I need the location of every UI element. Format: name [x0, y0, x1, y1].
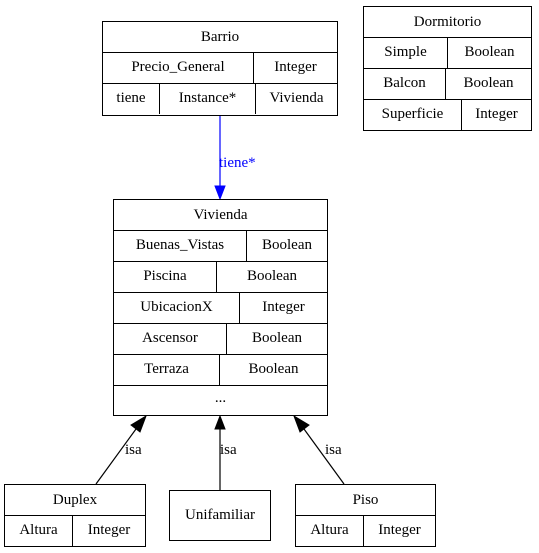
class-unifamiliar[interactable]: Unifamiliar — [169, 490, 271, 541]
attribute-type: Boolean — [226, 324, 327, 354]
edge-tiene-label: tiene* — [219, 155, 256, 171]
class-barrio-attribute-row: Precio_General Integer — [103, 52, 337, 83]
attribute-type: Boolean — [447, 38, 531, 68]
attribute-target: Vivienda — [255, 84, 337, 114]
class-vivienda-more: ... — [114, 385, 327, 416]
class-dormitorio-attribute-row: Simple Boolean — [364, 37, 531, 68]
class-piso-title: Piso — [352, 492, 379, 508]
class-barrio-attribute-row: tiene Instance* Vivienda — [103, 83, 337, 114]
attribute-name: Balcon — [383, 75, 426, 91]
attribute-type: Boolean — [216, 262, 327, 292]
class-barrio-title: Barrio — [200, 29, 240, 45]
edge-tiene-arrowhead — [214, 185, 226, 201]
attribute-name: Superficie — [381, 106, 444, 122]
edge-isa-duplex-label: isa — [125, 442, 142, 458]
edge-isa-unifamiliar: isa — [214, 414, 237, 490]
attribute-name: Ascensor — [142, 330, 198, 346]
class-piso[interactable]: Piso Altura Integer — [295, 484, 436, 547]
attribute-type: Integer — [253, 53, 337, 83]
edge-isa-piso-line — [303, 428, 345, 485]
class-vivienda-title: Vivienda — [193, 207, 248, 223]
edge-isa-unifamiliar-label: isa — [220, 442, 237, 458]
attribute-name: Altura — [310, 522, 349, 538]
class-vivienda[interactable]: Vivienda Buenas_Vistas Boolean Piscina B… — [113, 199, 328, 416]
attribute-type: Boolean — [445, 69, 531, 99]
edge-isa-piso-label: isa — [325, 442, 342, 458]
class-vivienda-attribute-row: Terraza Boolean — [114, 354, 327, 385]
class-vivienda-attribute-row: Ascensor Boolean — [114, 323, 327, 354]
attribute-name: tiene — [116, 90, 146, 106]
edge-isa-duplex-line — [95, 428, 137, 485]
attribute-name: Buenas_Vistas — [135, 237, 225, 253]
attribute-type: Integer — [239, 293, 327, 323]
class-dormitorio[interactable]: Dormitorio Simple Boolean Balcon Boolean… — [363, 6, 532, 131]
edge-isa-duplex: isa — [95, 414, 147, 485]
attribute-type: Boolean — [219, 355, 327, 385]
class-unifamiliar-title: Unifamiliar — [185, 507, 255, 523]
attribute-name: UbicacionX — [140, 299, 213, 315]
edge-isa-unifamiliar-arrowhead — [214, 414, 226, 430]
attribute-name: Terraza — [144, 361, 189, 377]
attribute-type: Boolean — [246, 231, 327, 261]
edge-isa-piso: isa — [293, 414, 345, 485]
class-dormitorio-attribute-row: Balcon Boolean — [364, 68, 531, 99]
edge-tiene: tiene* — [214, 116, 256, 201]
class-vivienda-attribute-row: UbicacionX Integer — [114, 292, 327, 323]
class-vivienda-attribute-row: Buenas_Vistas Boolean — [114, 230, 327, 261]
attribute-name: Precio_General — [131, 59, 225, 75]
class-duplex[interactable]: Duplex Altura Integer — [4, 484, 146, 547]
attribute-name: Piscina — [143, 268, 187, 284]
edge-isa-piso-arrowhead — [293, 414, 310, 433]
class-dormitorio-title: Dormitorio — [413, 14, 482, 30]
edge-isa-duplex-arrowhead — [130, 414, 147, 433]
attribute-type: Instance* — [159, 84, 255, 114]
attribute-name: Simple — [384, 44, 427, 60]
class-barrio[interactable]: Barrio Precio_General Integer tiene Inst… — [102, 21, 338, 116]
attribute-type: Integer — [72, 516, 145, 546]
attribute-name: Altura — [19, 522, 58, 538]
class-dormitorio-attribute-row: Superficie Integer — [364, 99, 531, 130]
class-duplex-title: Duplex — [52, 492, 98, 508]
class-duplex-attribute-row: Altura Integer — [5, 515, 145, 546]
attribute-type: Integer — [363, 516, 435, 546]
class-vivienda-attribute-row: Piscina Boolean — [114, 261, 327, 292]
attribute-type: Integer — [461, 100, 531, 130]
class-piso-attribute-row: Altura Integer — [296, 515, 435, 546]
